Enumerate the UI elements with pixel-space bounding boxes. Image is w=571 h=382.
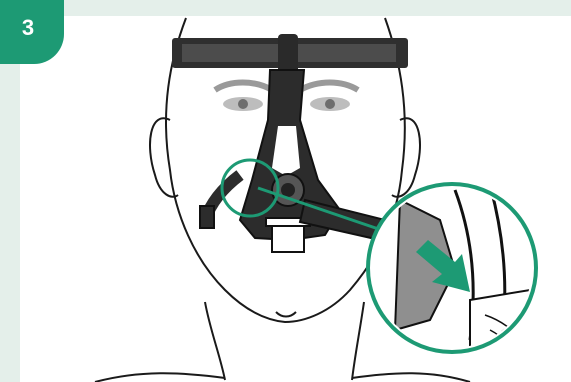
step-number-badge: 3 — [0, 0, 64, 64]
left-ear — [150, 118, 178, 197]
right-ear — [392, 118, 420, 197]
forehead-headgear — [172, 34, 408, 74]
magnified-clip-detail — [368, 184, 540, 360]
